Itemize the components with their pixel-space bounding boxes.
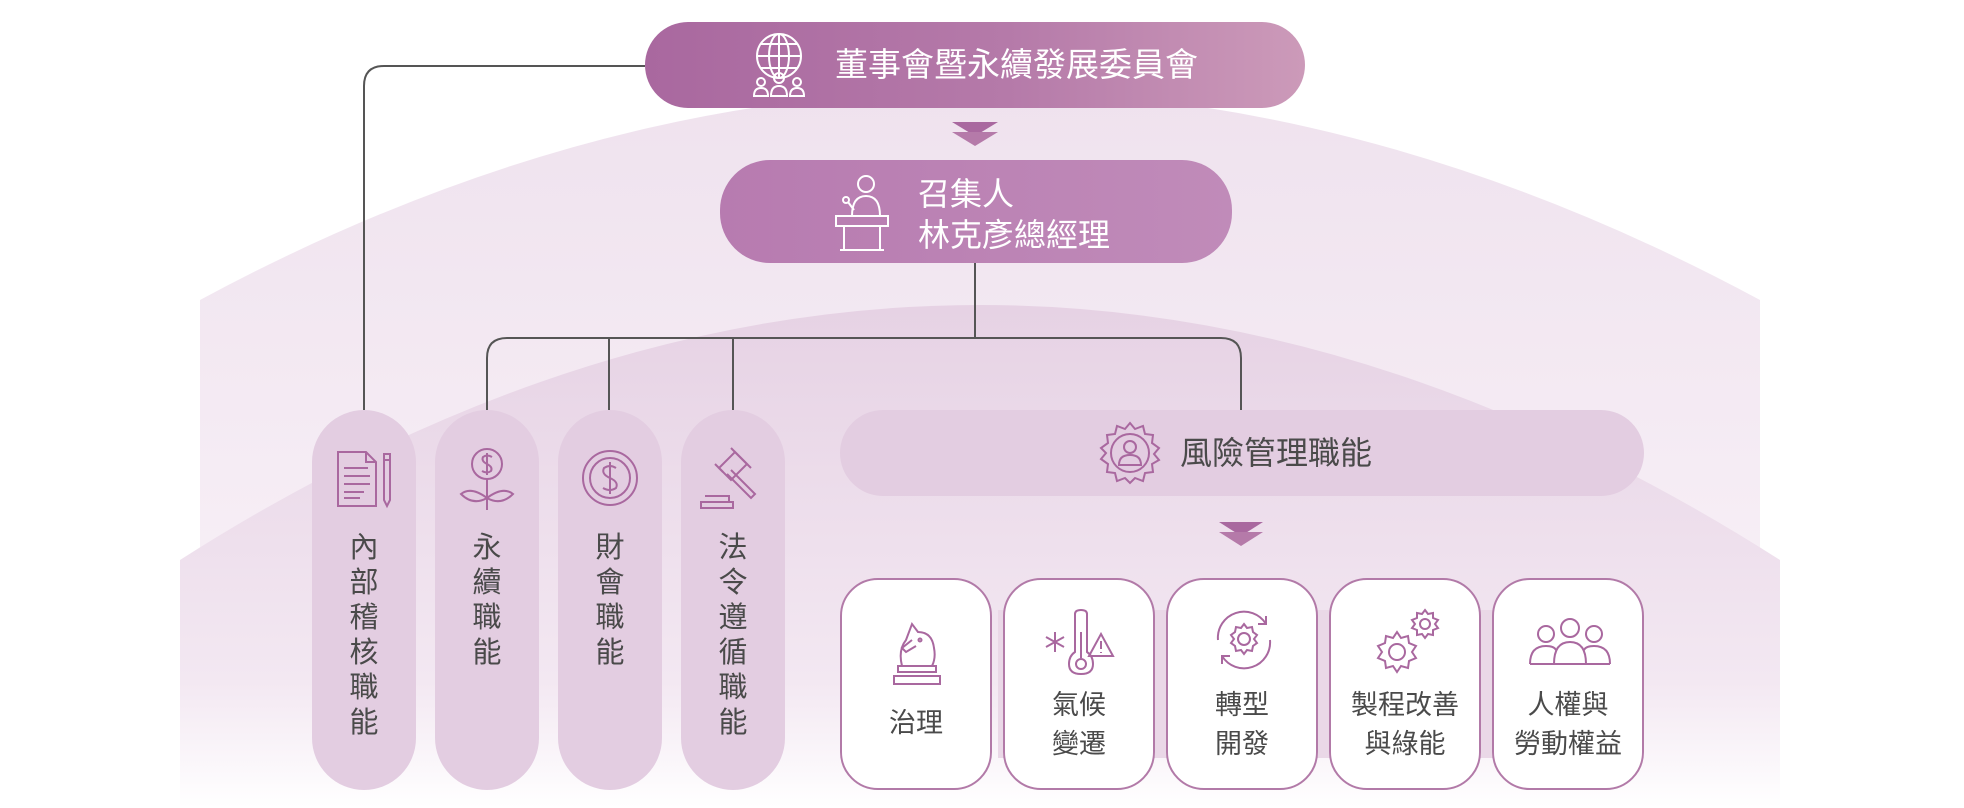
- risk-item-label-2: 開發: [1215, 729, 1269, 760]
- document-pen-icon: [337, 451, 391, 509]
- risk-management-node: 風險管理職能: [840, 410, 1644, 496]
- risk-item-process-green-energy: 製程改善 與綠能: [1329, 578, 1481, 790]
- risk-item-climate-change: 氣候 變遷: [1003, 578, 1155, 790]
- gear-cycle-icon: [1216, 610, 1272, 670]
- function-finance-accounting: 財會職能: [558, 410, 662, 790]
- risk-item-label-2: 與綠能: [1364, 729, 1446, 760]
- globe-people-icon: [752, 33, 806, 97]
- function-label: 法令遵循職能: [718, 530, 748, 739]
- board-committee-node: 董事會暨永續發展委員會: [645, 22, 1305, 108]
- risk-item-label: 人權與: [1527, 690, 1609, 721]
- gavel-icon: [700, 447, 757, 509]
- risk-item-label: 治理: [889, 708, 943, 739]
- risk-item-label-2: 勞動權益: [1514, 729, 1622, 760]
- thermometer-snow-warning-icon: [1045, 608, 1115, 676]
- chevron-down-icon: [952, 122, 998, 146]
- podium-speaker-icon: [835, 175, 889, 251]
- gear-person-icon: [1099, 421, 1161, 485]
- convener-title: 召集人: [918, 175, 1015, 213]
- function-sustainability: 永續職能: [435, 410, 539, 790]
- function-label: 永續職能: [472, 530, 502, 669]
- coin-icon: [582, 450, 638, 506]
- risk-item-label: 轉型: [1215, 690, 1269, 721]
- convener-node: 召集人 林克彥總經理: [720, 160, 1232, 263]
- convener-name: 林克彥總經理: [918, 216, 1111, 254]
- risk-item-label-2: 變遷: [1052, 729, 1106, 760]
- risk-item-human-labor-rights: 人權與 勞動權益: [1492, 578, 1644, 790]
- risk-management-title: 風險管理職能: [1180, 434, 1373, 472]
- people-group-icon: [1529, 618, 1611, 665]
- risk-item-label: 氣候: [1052, 690, 1106, 721]
- function-label: 財會職能: [595, 530, 625, 669]
- risk-item-transformation: 轉型 開發: [1166, 578, 1318, 790]
- function-label: 內部稽核職能: [349, 530, 379, 739]
- chess-knight-icon: [893, 621, 941, 685]
- risk-item-label: 製程改善: [1351, 690, 1459, 721]
- function-internal-audit: 內部稽核職能: [312, 410, 416, 790]
- money-plant-icon: [459, 448, 515, 510]
- board-title: 董事會暨永續發展委員會: [835, 45, 1198, 84]
- function-legal-compliance: 法令遵循職能: [681, 410, 785, 790]
- gears-icon: [1376, 608, 1440, 674]
- risk-item-governance: 治理: [840, 578, 992, 790]
